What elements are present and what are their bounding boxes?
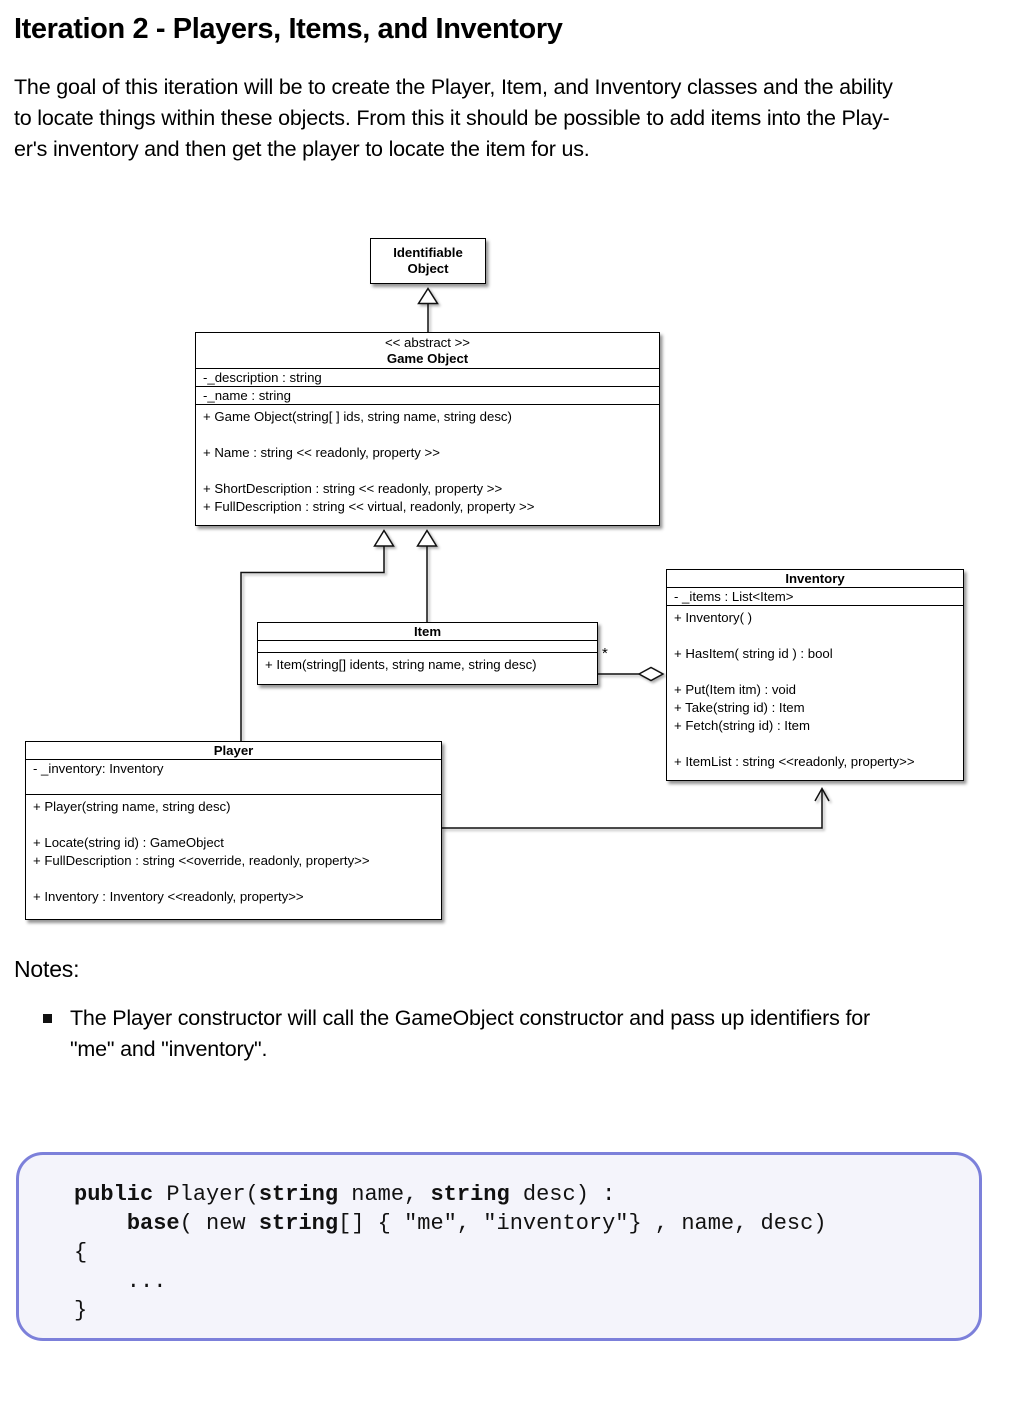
- class-name: Inventory: [785, 571, 845, 586]
- method: + Game Object(string[ ] ids, string name…: [203, 409, 512, 424]
- code-line: ...: [74, 1267, 959, 1296]
- method: [33, 816, 434, 834]
- code-keyword: public: [74, 1182, 154, 1207]
- code-text: ...: [74, 1269, 167, 1294]
- class-player-header: Player: [26, 742, 441, 759]
- method: + Inventory : Inventory <<readonly, prop…: [33, 889, 304, 904]
- code-line: public Player(string name, string desc) …: [74, 1180, 959, 1209]
- bullet-icon: [43, 1014, 52, 1023]
- method: [203, 462, 652, 480]
- class-name: Player: [213, 743, 254, 758]
- method: + Take(string id) : Item: [674, 700, 805, 715]
- generalization-arrow-gameobject-right: [416, 529, 438, 547]
- class-inventory-attributes: - _items : List<Item>: [667, 587, 963, 605]
- class-item-methods: + Item(string[] idents, string name, str…: [258, 652, 597, 684]
- method: + Name : string << readonly, property >>: [203, 445, 440, 460]
- attribute: - _inventory: Inventory: [33, 761, 164, 776]
- attribute: [33, 777, 434, 794]
- class-inventory: Inventory - _items : List<Item> + Invent…: [666, 569, 964, 781]
- class-item-header: Item: [258, 623, 597, 640]
- class-inventory-header: Inventory: [667, 570, 963, 587]
- code-text: {: [74, 1240, 88, 1265]
- method: + Locate(string id) : GameObject: [33, 835, 224, 850]
- code-text: }: [74, 1298, 88, 1323]
- method: [674, 627, 956, 645]
- attribute: - _items : List<Item>: [674, 589, 794, 604]
- class-game-object: << abstract >> Game Object -_description…: [195, 332, 660, 526]
- class-game-object-header: << abstract >> Game Object: [196, 333, 659, 368]
- intro-line: to locate things within these objects. F…: [14, 106, 890, 130]
- code-text: Player(: [153, 1182, 259, 1207]
- generalization-arrow-identifiable: [417, 287, 439, 305]
- method: [674, 663, 956, 681]
- association-arrowhead: [814, 786, 830, 802]
- code-keyword: string: [258, 1182, 339, 1207]
- notes-bullet: The Player constructor will call the Gam…: [70, 1003, 870, 1065]
- method: + Inventory( ): [674, 610, 753, 625]
- method: + FullDescription : string << virtual, r…: [203, 499, 535, 514]
- code-keyword: string: [430, 1182, 510, 1207]
- class-player: Player - _inventory: Inventory + Player(…: [25, 741, 442, 920]
- method: + HasItem( string id ) : bool: [674, 646, 833, 661]
- class-name: Identifiable: [393, 245, 463, 260]
- method: [674, 735, 956, 753]
- intro-line: er's inventory and then get the player t…: [14, 137, 590, 161]
- notes-line: The Player constructor will call the Gam…: [70, 1006, 870, 1030]
- code-line: {: [74, 1238, 959, 1267]
- attribute: -_description : string: [196, 369, 659, 387]
- attribute: -_name : string: [203, 388, 291, 403]
- code-content: public Player(string name, string desc) …: [74, 1180, 959, 1325]
- class-item-attributes: [258, 640, 597, 652]
- class-player-attributes: - _inventory: Inventory: [26, 759, 441, 794]
- class-name: Item: [413, 624, 442, 639]
- method: + Fetch(string id) : Item: [674, 718, 810, 733]
- code-line: base( new string[] { "me", "inventory"} …: [74, 1209, 959, 1238]
- aggregation-diamond: [637, 666, 665, 682]
- method: [33, 870, 434, 888]
- code-line: }: [74, 1296, 959, 1325]
- class-game-object-methods: + Game Object(string[ ] ids, string name…: [196, 404, 659, 525]
- code-text: desc) :: [509, 1182, 616, 1207]
- method: + Item(string[] idents, string name, str…: [265, 657, 537, 672]
- class-name: Object: [407, 261, 449, 276]
- association-line-player-inventory: [442, 790, 823, 829]
- method: + ItemList : string <<readonly, property…: [674, 754, 915, 769]
- code-block: public Player(string name, string desc) …: [16, 1152, 982, 1341]
- intro-line: The goal of this iteration will be to cr…: [14, 75, 893, 99]
- code-text: ( new: [179, 1211, 259, 1236]
- class-stereotype: << abstract >>: [384, 335, 471, 350]
- class-identifiable-object-header: Identifiable Object: [371, 239, 485, 278]
- multiplicity-star: *: [602, 645, 608, 662]
- method: + FullDescription : string <<override, r…: [33, 853, 370, 868]
- class-name: Game Object: [386, 351, 469, 366]
- code-keyword: string: [258, 1211, 339, 1236]
- method: + Player(string name, string desc): [33, 799, 231, 814]
- notes-heading: Notes:: [14, 956, 80, 982]
- code-text: name,: [338, 1182, 431, 1207]
- code-text: [74, 1211, 127, 1236]
- intro-paragraph: The goal of this iteration will be to cr…: [14, 72, 893, 165]
- page-title: Iteration 2 - Players, Items, and Invent…: [14, 13, 563, 45]
- method: + Put(Item itm) : void: [674, 682, 797, 697]
- code-keyword: base: [126, 1211, 180, 1236]
- method: [203, 426, 652, 444]
- method: + ShortDescription : string << readonly,…: [203, 481, 503, 496]
- class-identifiable-object: Identifiable Object: [370, 238, 486, 284]
- code-text: [] { "me", "inventory"} , name, desc): [338, 1211, 827, 1236]
- class-inventory-methods: + Inventory( ) + HasItem( string id ) : …: [667, 605, 963, 780]
- generalization-arrow-gameobject-left: [373, 529, 395, 547]
- class-player-methods: + Player(string name, string desc) + Loc…: [26, 794, 441, 919]
- class-game-object-attributes: -_description : string -_name : string: [196, 368, 659, 404]
- class-item: Item + Item(string[] idents, string name…: [257, 622, 598, 685]
- notes-line: "me" and "inventory".: [70, 1037, 268, 1061]
